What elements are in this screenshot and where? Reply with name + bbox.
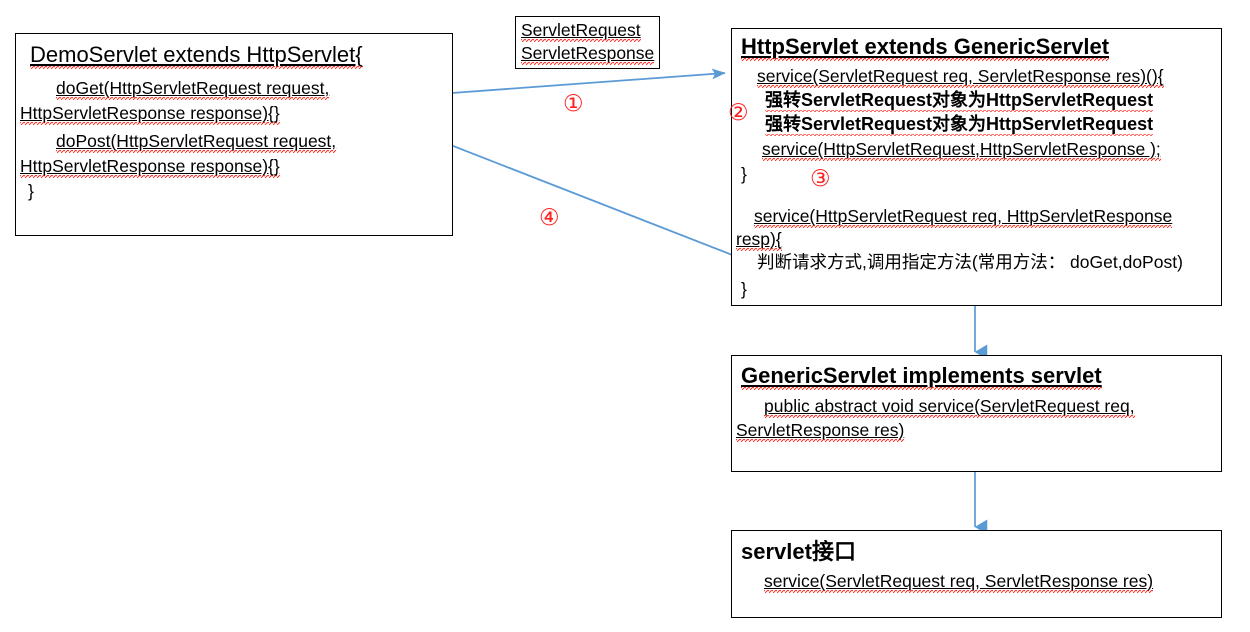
annotation-step-2: ② [728,100,749,126]
demo-servlet-line-2: HttpServletResponse response){} [20,103,280,125]
generic-servlet-line-1: public abstract void service(ServletRequ… [764,396,1135,418]
http-servlet-line-6: service(HttpServletRequest req, HttpServ… [754,206,1173,228]
http-servlet-title: HttpServlet extends GenericServlet [741,34,1110,61]
demo-servlet-line-5: } [28,181,34,201]
http-servlet-line-1: service(ServletRequest req, ServletRespo… [757,66,1164,88]
http-servlet-line-5: } [741,164,747,184]
demo-servlet-box[interactable]: DemoServlet extends HttpServlet{ doGet(H… [15,33,453,236]
annotation-step-3: ③ [810,166,831,192]
generic-servlet-title: GenericServlet implements servlet [741,363,1102,390]
arrow-1-demo-to-httpservlet [451,68,726,94]
demo-servlet-line-4: HttpServletResponse response){} [20,156,280,178]
servlet-request-response-box[interactable]: ServletRequest ServletResponse [515,16,660,69]
servlet-interface-box[interactable]: servlet接口 service(ServletRequest req, Se… [731,530,1222,618]
http-servlet-line-9: } [741,279,747,299]
http-servlet-line-7: resp){ [736,229,782,251]
demo-servlet-line-1: doGet(HttpServletRequest request, [56,78,330,100]
demo-servlet-line-3: doPost(HttpServletRequest request, [56,131,337,153]
servlet-request-label: ServletRequest [521,20,641,42]
demo-servlet-title: DemoServlet extends HttpServlet{ [30,42,363,69]
servlet-interface-line-1: service(ServletRequest req, ServletRespo… [764,571,1154,593]
generic-servlet-line-2: ServletResponse res) [736,420,905,442]
annotation-step-4: ④ [539,205,560,231]
generic-servlet-box[interactable]: GenericServlet implements servlet public… [731,355,1222,472]
http-servlet-box[interactable]: HttpServlet extends GenericServlet servi… [731,28,1222,306]
http-servlet-cast-line-2: 强转ServletRequest对象为HttpServletRequest [765,114,1154,137]
servlet-interface-title: servlet接口 [741,539,856,564]
servlet-response-label: ServletResponse [521,43,655,65]
annotation-step-1: ① [563,91,584,117]
http-servlet-line-8: 判断请求方式,调用指定方法(常用方法： doGet,doPost) [757,252,1183,272]
http-servlet-line-4: service(HttpServletRequest,HttpServletRe… [762,139,1161,161]
http-servlet-cast-line-1: 强转ServletRequest对象为HttpServletRequest [765,90,1154,113]
